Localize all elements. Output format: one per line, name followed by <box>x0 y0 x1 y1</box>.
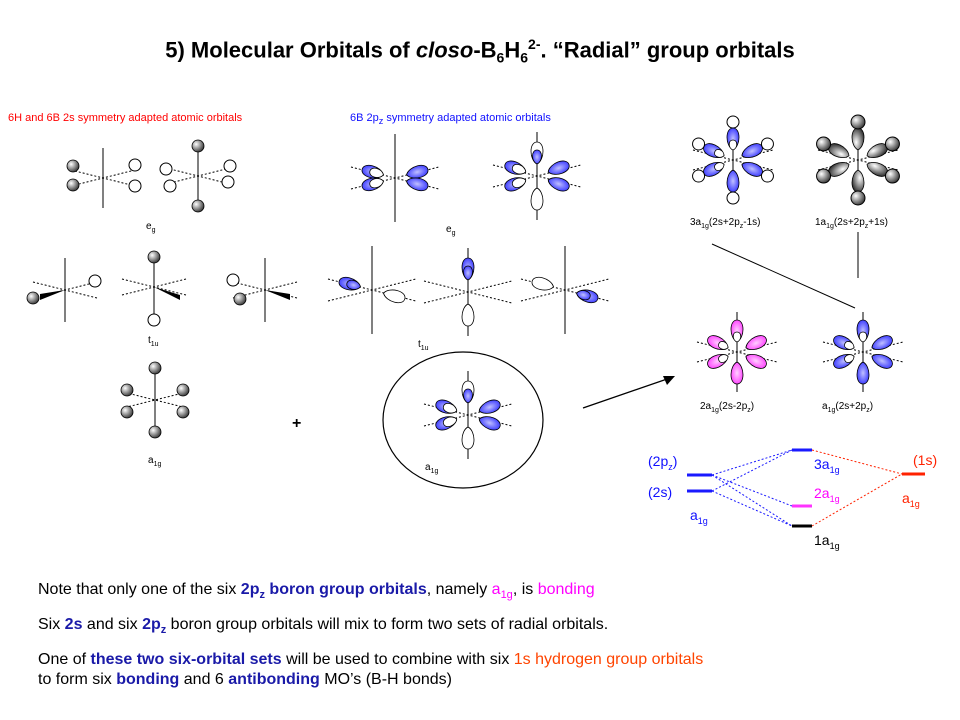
orbital-2s-eg-1 <box>66 148 142 208</box>
orbital-2s-eg-2 <box>159 139 237 213</box>
title-closo: closo <box>415 37 474 63</box>
title-suffix: . “Radial” group orbitals <box>540 37 795 63</box>
corr-2pz-1a1g <box>711 474 793 527</box>
corr-2pz-2a1g <box>711 474 793 507</box>
label-t1u-left: t1u <box>148 335 159 348</box>
section-label-2pz-pre: 6B 2p <box>350 112 379 124</box>
title-sup: 2- <box>528 36 541 52</box>
energy-label-3a1g: 3a1g <box>814 456 840 475</box>
title-formula-h: H <box>504 37 521 63</box>
orbital-2pz-a1g <box>423 371 513 459</box>
energy-label-1a1g: 1a1g <box>814 532 840 551</box>
section-label-2pz: 6B 2pz symmetry adapted atomic orbitals <box>350 112 551 126</box>
label-2a1g-mid: 2a1g(2s-2pz) <box>700 401 754 414</box>
orbital-2pz-eg-1 <box>350 134 440 222</box>
label-3a1g-top: 3a1g(2s+2pz-1s) <box>690 217 761 230</box>
note-line-4: to form six bonding and 6 antibonding MO… <box>38 671 452 689</box>
energy-label-2a1g: 2a1g <box>814 485 840 504</box>
notes: Note that only one of the six 2pz boron … <box>38 580 938 700</box>
label-eg-middle: eg <box>446 224 456 237</box>
orbital-2pz-t1u-1 <box>327 246 417 334</box>
label-1a1g-top: 1a1g(2s+2pz+1s) <box>815 217 888 230</box>
highlight-circle <box>382 351 544 489</box>
label-a1g-left: a1g <box>148 455 161 468</box>
title-sub1: 6 <box>496 49 505 66</box>
corr-2pz-3a1g <box>711 449 793 476</box>
orbital-2pz-t1u-2 <box>423 248 513 336</box>
mo-a1g-picture <box>822 312 904 392</box>
corr-2s-1a1g <box>711 490 793 527</box>
note-line-3: One of these two six-orbital sets will b… <box>38 651 704 669</box>
energy-label-1s: (1s) <box>913 452 937 468</box>
note-line-1: Note that only one of the six 2pz boron … <box>38 581 595 602</box>
mo-3a1g-picture <box>692 115 774 205</box>
section-label-2pz-sub: z <box>378 116 384 127</box>
orbital-diagram: eg eg t1u t1u a1g a1g + 3a1g(2s+2pz-1s) … <box>26 114 937 551</box>
orbital-drawings <box>26 114 925 528</box>
combine-arrow <box>582 377 671 409</box>
corr-2s-3a1g <box>711 449 793 492</box>
orbital-2pz-t1u-3 <box>520 246 610 334</box>
connector-line-1 <box>711 243 856 309</box>
energy-label-2s: (2s) <box>648 484 672 500</box>
mo-2a1g-picture <box>696 312 778 392</box>
energy-label-right-a1g: a1g <box>902 490 920 509</box>
slide-title: 5) Molecular Orbitals of closo-B6H62-. “… <box>0 36 960 66</box>
mo-1a1g-picture <box>816 114 900 206</box>
title-sub2: 6 <box>520 49 529 66</box>
orbital-2s-t1u-2 <box>121 250 187 327</box>
combine-arrow-head <box>663 376 675 385</box>
orbital-2s-t1u-1 <box>26 258 102 322</box>
label-eg-left: eg <box>146 221 156 234</box>
energy-label-2pz: (2pz) <box>648 453 677 472</box>
title-formula-b: -B <box>473 37 497 63</box>
section-label-2pz-post: symmetry adapted atomic orbitals <box>383 112 551 124</box>
plus-sign: + <box>292 415 301 432</box>
corr-1s-3a1g <box>811 449 903 475</box>
label-t1u-middle: t1u <box>418 339 429 352</box>
label-a1g-mid: a1g(2s+2pz) <box>822 401 873 414</box>
orbital-2s-t1u-3 <box>226 258 298 322</box>
orbital-2pz-eg-2 <box>492 132 582 220</box>
note-line-2: Six 2s and six 2pz boron group orbitals … <box>38 616 609 637</box>
title-prefix: 5) Molecular Orbitals of <box>165 37 416 63</box>
section-label-2s: 6H and 6B 2s symmetry adapted atomic orb… <box>8 112 243 124</box>
energy-label-left-a1g: a1g <box>690 507 708 526</box>
orbital-2s-a1g <box>120 361 190 439</box>
corr-1s-1a1g <box>811 473 903 527</box>
energy-level-diagram <box>687 448 925 528</box>
label-a1g-circled: a1g <box>425 462 438 475</box>
